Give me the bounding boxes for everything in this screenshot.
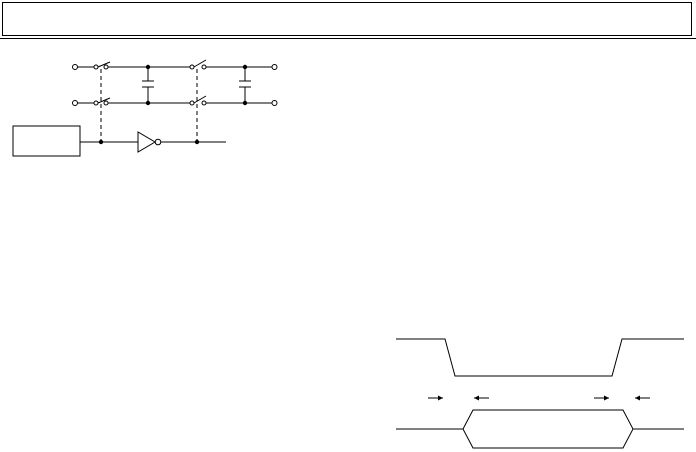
output-terminal-top [271,64,278,70]
output-terminal-bottom [271,100,278,106]
switch-contact [93,100,99,106]
switch-blade-3 [97,97,111,104]
input-terminal-bottom [72,100,78,106]
switched-capacitor-circuit [12,59,278,157]
arrow-head [604,395,609,401]
switch-blade-2 [193,59,207,68]
header-box [2,2,692,36]
input-terminal-top [72,64,78,70]
arrow-head [635,395,640,401]
top-rail [72,59,278,70]
switch-contact [103,100,109,106]
arrow-head [474,395,479,401]
timing-diagram [396,338,684,449]
switch-contact [93,64,99,70]
inverter-triangle [137,131,156,153]
capacitor-2 [239,67,251,103]
arrow-head [438,395,443,401]
switch-blade-1 [97,61,111,68]
switch-contact [189,64,195,70]
node-dot [98,139,104,145]
node-dot [194,139,200,145]
header-rule [0,38,696,39]
switch-contact [103,64,109,70]
control-block [12,125,81,157]
timing-arrow-left-pair [428,395,489,401]
switch-contact [201,64,207,70]
switch-blade-4 [193,95,207,104]
control-line [80,131,226,153]
capacitor-1 [142,67,154,103]
control-waveform [396,338,684,377]
data-valid-window [462,409,634,449]
switch-contact [189,100,195,106]
bottom-rail [72,95,278,106]
switch-contact [201,100,207,106]
timing-arrow-right-pair [594,395,650,401]
inverter-bubble [154,138,162,146]
